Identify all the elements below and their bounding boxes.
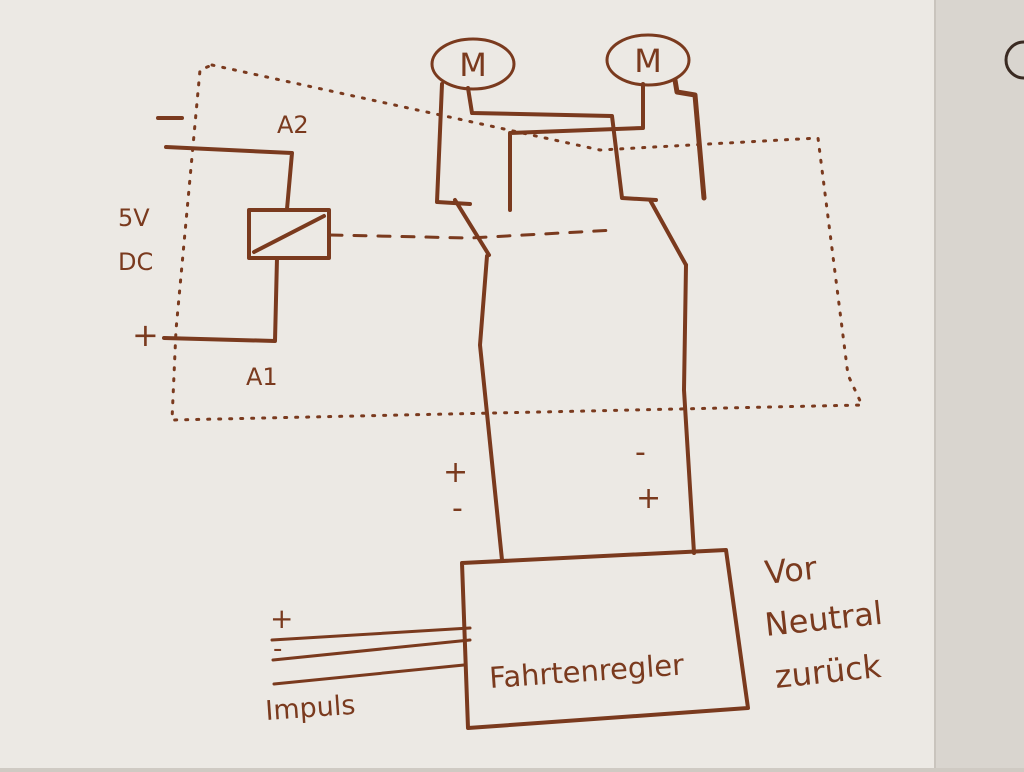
motor-right: M: [605, 33, 691, 87]
mode-forward-label: Vor: [763, 549, 820, 592]
controller-input-minus: -: [273, 634, 282, 664]
relay-plus-label: +: [132, 316, 159, 354]
controller-input-wire-2: [271, 638, 472, 662]
wire-right-to-controller: [682, 263, 696, 555]
motor-left-lead-b: [466, 86, 658, 202]
relay-voltage-label: 5V: [118, 204, 150, 232]
motor-left-symbol: M: [459, 46, 487, 84]
relay-coil: [247, 208, 331, 260]
controller-input-wire-3: [272, 663, 466, 686]
polarity-right-lower: +: [636, 481, 661, 516]
relay-terminal-a1: A1: [246, 363, 278, 391]
relay-current-type-label: DC: [118, 248, 153, 276]
wire-left-to-controller: [478, 254, 504, 562]
relay-actuation-link: [328, 228, 617, 240]
paper-sheet: [0, 0, 935, 768]
relay-lead-a2: [164, 145, 294, 211]
controller-input-wire-1: [270, 626, 472, 642]
motor-right-lead-b: [672, 77, 707, 201]
speed-controller-box: [460, 548, 750, 730]
motor-right-symbol: M: [634, 42, 662, 80]
relay-terminal-a2: A2: [277, 111, 309, 139]
switch-contact-right: [648, 198, 688, 267]
motor-right-lead-a: [508, 82, 645, 212]
switch-contact-left: [453, 198, 491, 257]
motor-left: M: [430, 37, 516, 91]
polarity-left-lower: -: [452, 491, 463, 526]
controller-input-plus: +: [270, 602, 293, 635]
edge-ring-fragment: [1004, 40, 1024, 80]
controller-impulse-label: Impuls: [264, 690, 356, 727]
relay-lead-a1: [162, 256, 279, 343]
polarity-left-upper: +: [443, 455, 468, 490]
polarity-right-upper: -: [635, 435, 646, 470]
